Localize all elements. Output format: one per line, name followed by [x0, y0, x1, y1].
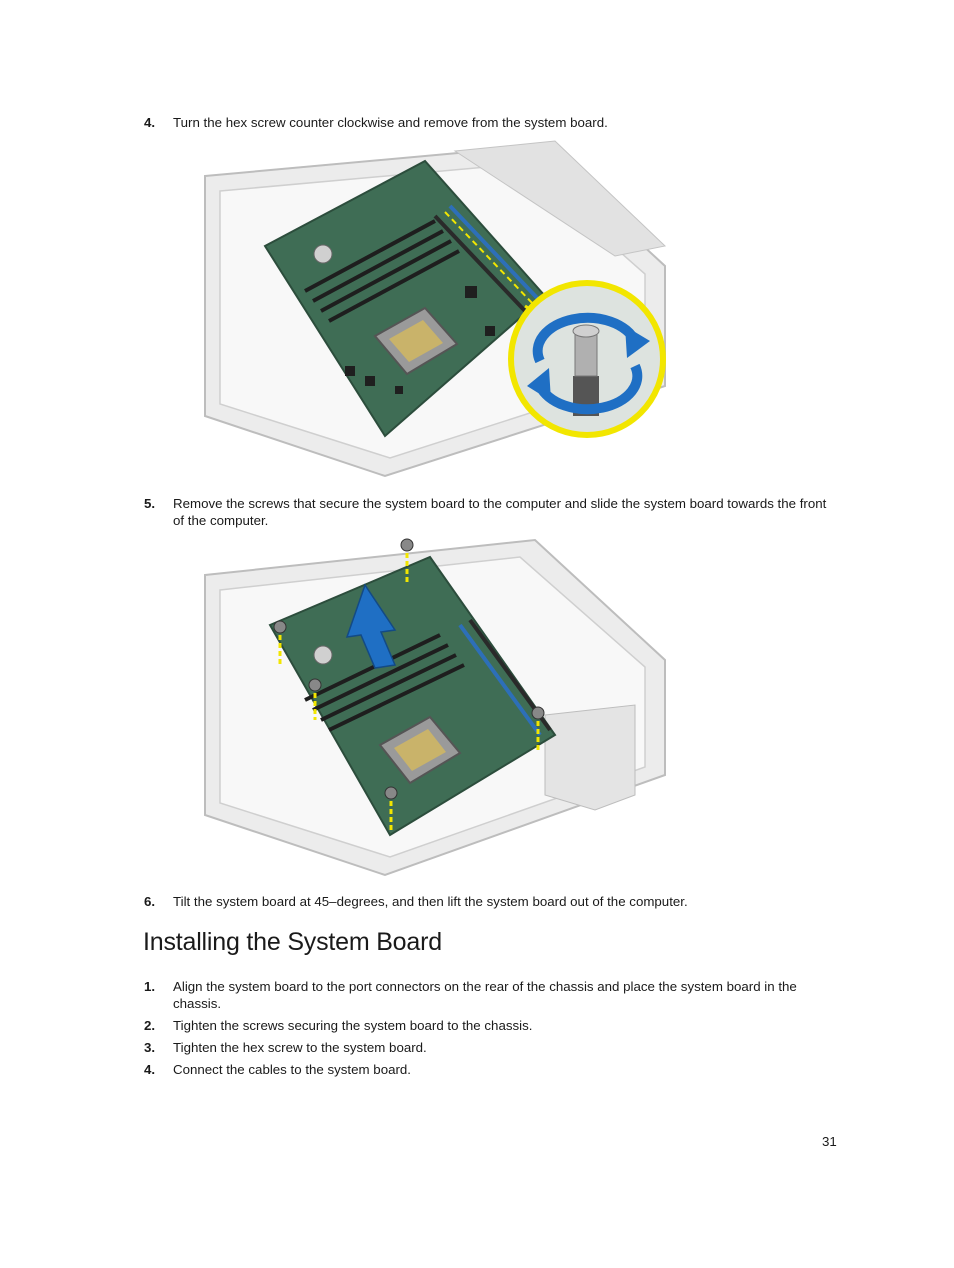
step-number: 1. — [144, 979, 156, 994]
rotate-counterclockwise-icon — [527, 312, 650, 415]
step-number: 3. — [144, 1040, 156, 1055]
section-heading: Installing the System Board — [143, 928, 442, 956]
slide-system-board-figure — [204, 538, 666, 877]
step-text: Connect the cables to the system board. — [173, 1062, 412, 1077]
step-text: Tighten the hex screw to the system boar… — [173, 1040, 427, 1055]
step-text: Tilt the system board at 45–degrees, and… — [173, 894, 688, 909]
arrow-up-icon — [345, 583, 397, 669]
hex-screw-removal-figure — [204, 140, 667, 478]
hex-screw-callout — [508, 280, 666, 438]
step-number: 5. — [144, 496, 156, 511]
step-number: 4. — [144, 115, 156, 130]
step-number: 4. — [144, 1062, 156, 1077]
page-number: 31 — [822, 1134, 837, 1149]
step-text: Align the system board to the port conne… — [173, 979, 797, 1011]
step-number: 6. — [144, 894, 156, 909]
step-text: Remove the screws that secure the system… — [173, 496, 827, 528]
step-text: Tighten the screws securing the system b… — [173, 1018, 533, 1033]
step-text: Turn the hex screw counter clockwise and… — [173, 115, 608, 130]
screw-icon — [273, 538, 545, 830]
step-number: 2. — [144, 1018, 156, 1033]
